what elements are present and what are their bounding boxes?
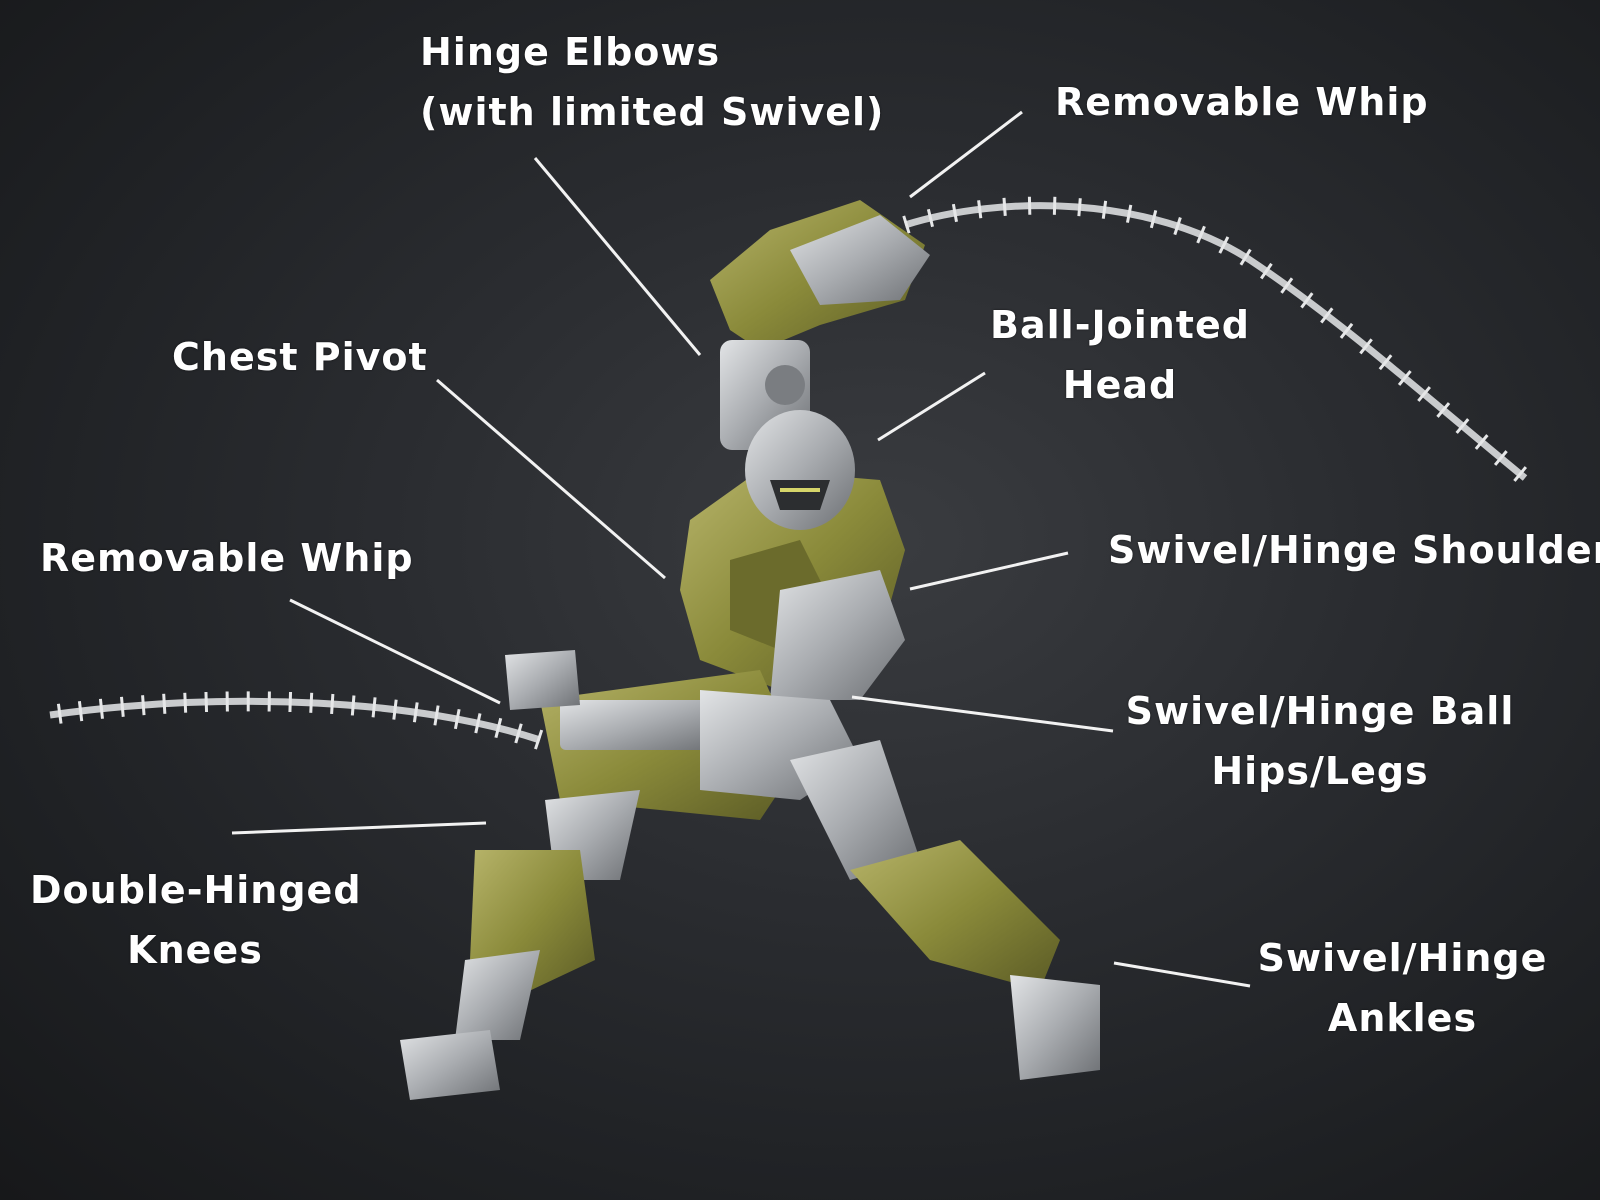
leader-line-swivel-hinge-hips bbox=[851, 695, 1114, 733]
callout-ball-jointed-head: Ball-Jointed Head bbox=[990, 303, 1250, 407]
leader-line-swivel-hinge-ankles bbox=[1113, 961, 1251, 988]
raised-arm bbox=[710, 200, 930, 450]
leader-line-chest-pivot bbox=[436, 378, 666, 580]
callout-hinge-elbows: Hinge Elbows (with limited Swivel) bbox=[420, 30, 885, 134]
leader-line-ball-jointed-head bbox=[877, 371, 986, 442]
right-leg bbox=[790, 740, 1100, 1080]
callout-double-hinged-knees: Double-Hinged Knees bbox=[30, 868, 362, 972]
leader-lines bbox=[231, 110, 1251, 988]
callout-chest-pivot: Chest Pivot bbox=[172, 335, 428, 379]
callout-swivel-hinge-shoulders: Swivel/Hinge Shoulders bbox=[1108, 528, 1600, 572]
upper-whip bbox=[902, 196, 1531, 485]
head bbox=[745, 410, 855, 530]
callout-swivel-hinge-ankles: Swivel/Hinge Ankles bbox=[1257, 936, 1548, 1040]
leader-line-removable-whip-top bbox=[909, 110, 1023, 199]
lower-whip bbox=[48, 691, 544, 750]
callout-swivel-hinge-hips: Swivel/Hinge Ball Hips/Legs bbox=[1125, 689, 1515, 793]
callout-removable-whip-left: Removable Whip bbox=[40, 536, 414, 580]
left-leg bbox=[400, 790, 640, 1100]
callout-removable-whip-top: Removable Whip bbox=[1055, 80, 1429, 124]
leader-line-swivel-hinge-shoulders bbox=[909, 551, 1069, 591]
leader-line-removable-whip-left bbox=[289, 598, 501, 705]
leader-line-double-hinged-knees bbox=[231, 821, 487, 835]
leader-line-hinge-elbows bbox=[533, 157, 702, 356]
